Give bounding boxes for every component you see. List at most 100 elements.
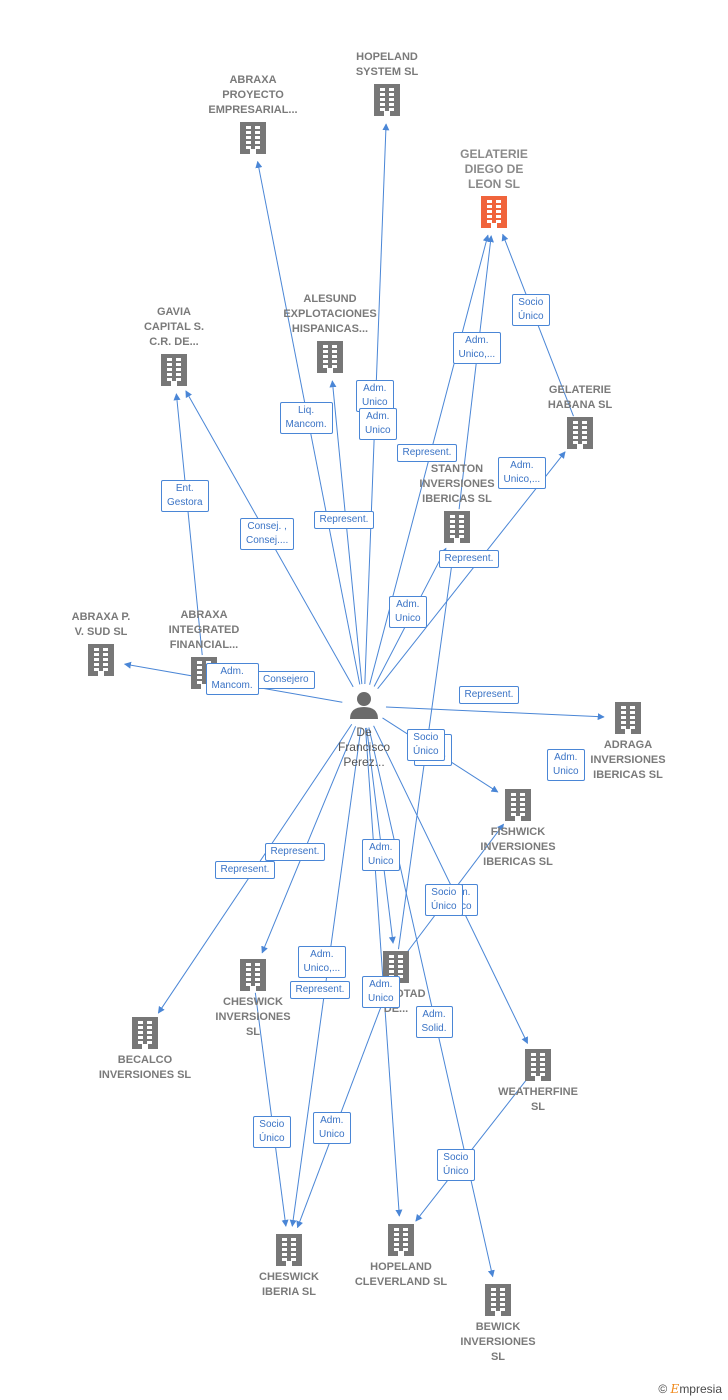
company-name-line: INVERSIONES [590,754,666,766]
role-label-line: Represent. [464,689,514,700]
role-label[interactable]: Adm.Unico [389,596,427,628]
role-label-line: Consejero [263,674,309,685]
company-name-line: GELATERIE [548,384,612,396]
role-label[interactable]: Represent. [438,550,500,568]
company-name-line: EMPRESARIAL... [208,104,298,116]
edge-p-bewick [368,727,495,1278]
role-label-line: Represent. [295,984,345,995]
edge-abraxa_integrated-gavia [173,393,203,656]
company-name-line: IBERICAS SL [422,493,492,505]
role-label-line: Adm. [366,411,390,422]
role-label-line: Unico [553,766,579,777]
role-label-line: Ent. [175,483,194,494]
role-label[interactable]: Adm.Mancom. [205,663,259,695]
company-name-line: INVERSIONES [419,478,495,490]
role-label-line: Adm. [220,666,244,677]
company-name-line: STANTON [430,463,484,475]
role-label[interactable]: Represent. [396,444,458,462]
role-label-line: Unico [319,1129,345,1140]
role-label[interactable]: Consejero [257,671,315,689]
company-name-line: V. SUD SL [74,626,128,638]
company-node-gelaterie_habana[interactable]: GELATERIE HABANA SL [515,383,645,413]
company-name-line: DIEGO DE [464,162,524,176]
copyright-symbol: © [658,1382,668,1396]
role-label-line: Unico [395,613,421,624]
company-name-line: ABRAXA [180,609,228,621]
role-label-line: Represent. [270,846,320,857]
company-name-line: CLEVERLAND SL [354,1276,448,1288]
role-label[interactable]: Adm.Unico,... [452,332,502,364]
company-node-abraxa_pv[interactable]: ABRAXA P.V. SUD SL [36,610,166,640]
company-name-line: ALESUND [303,293,357,305]
role-label[interactable]: Represent. [214,861,276,879]
role-label-line: Adm. [369,979,393,990]
company-name-line: ABRAXA [229,74,277,86]
role-label-line: Adm. [465,335,489,346]
company-name-line: SYSTEM SL [355,66,419,78]
company-name-line: IBERICAS SL [593,769,663,781]
role-label[interactable]: Adm.Solid. [415,1006,453,1038]
company-name-line: SL [490,1351,506,1363]
edge-p-adraga [385,706,605,721]
role-label[interactable]: Adm.Unico [313,1112,351,1144]
role-label[interactable]: Liq.Mancom. [279,402,333,434]
role-label[interactable]: Ent.Gestora [161,480,209,512]
role-label-line: Mancom. [285,419,327,430]
role-label-line: Socio [518,297,544,308]
company-name-line: INVERSIONES [460,1336,536,1348]
role-label-line: Represent. [402,447,452,458]
role-label[interactable]: Represent. [458,686,520,704]
company-name-line: INVERSIONES [215,1011,291,1023]
company-name-line: CHESWICK [223,996,283,1008]
role-label-line: Represent. [444,553,494,564]
role-label-line: Único [518,311,544,322]
role-label[interactable]: Adm.Unico,... [497,457,547,489]
building-icon [132,1017,158,1049]
building-icon [374,84,400,116]
brand-initial: E [670,1382,680,1396]
role-label[interactable]: Represent. [313,511,375,529]
role-label[interactable]: Adm.Unico [362,839,400,871]
role-label-line: Adm. [310,949,334,960]
role-label-line: Adm. [363,383,387,394]
brand-logo: © Empresia [658,1382,722,1396]
edge-stanton-gelaterie_diego [458,235,494,510]
role-label-line: Socio [443,1152,469,1163]
role-label-line: Único [413,746,439,757]
company-node-stanton[interactable]: STANTON INVERSIONES IBERICAS SL [392,462,522,507]
company-name-line: HABANA SL [547,399,613,411]
company-name-line: FINANCIAL... [169,639,239,651]
role-label[interactable]: Consej. ,Consej.... [240,518,295,550]
role-label[interactable]: Adm.Unico [362,976,400,1008]
role-label[interactable]: Adm. Unico [547,749,585,781]
role-label[interactable]: Adm.Unico,... [297,946,347,978]
role-label[interactable]: Adm.Unico [359,408,397,440]
role-label-line: Adm. [554,752,578,763]
company-name-line: IBERIA SL [262,1286,316,1298]
role-label[interactable]: Represent. [289,981,351,999]
role-label[interactable]: Represent. [264,843,326,861]
person-name-line: Perez... [343,755,385,769]
company-name-line: IBERICAS SL [483,856,553,868]
brand-name: mpresia [679,1382,722,1396]
